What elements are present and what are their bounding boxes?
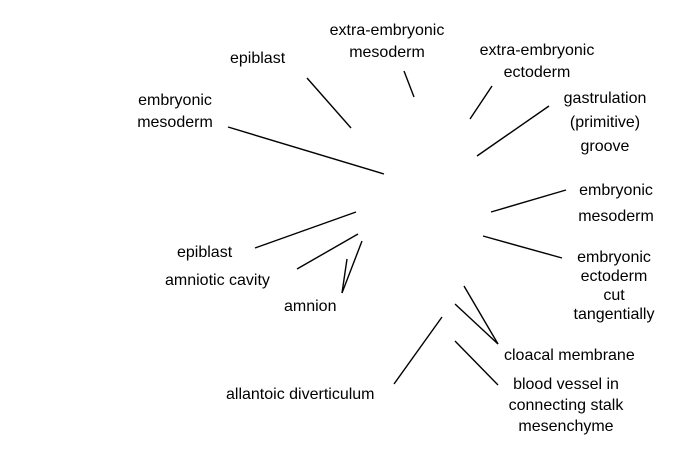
label-blood-vessel-connecting-stalk: blood vessel in connecting stalk mesench… [488,374,644,437]
leader-line-allantoic [393,316,443,385]
label-embryonic-mesoderm-right: embryonic mesoderm [561,178,671,230]
label-line: embryonic [579,182,653,199]
leader-line-blood-vessel [454,340,499,386]
label-gastrulation-groove: gastrulation (primitive) groove [547,87,663,159]
leader-line-gastrulation [476,105,550,157]
leader-line-epiblast-bottom [254,211,357,249]
label-embryonic-ectoderm-cut-tangentially: embryonic ectoderm cut tangentially [556,248,672,324]
leader-line-cloacal-b [454,303,499,345]
label-line: tangentially [573,306,655,323]
label-line: cut [603,287,625,304]
label-amnion: amnion [284,298,337,315]
leader-line-xe-mesoderm [403,70,415,98]
label-extra-embryonic-mesoderm: extra-embryonic mesoderm [312,20,462,64]
label-epiblast-bottom: epiblast [177,244,233,261]
label-line: ectoderm [503,64,571,81]
label-amniotic-cavity: amniotic cavity [165,272,270,289]
leader-line-cloacal-a [463,285,499,345]
label-line: groove [580,138,630,155]
label-cloacal-membrane: cloacal membrane [504,347,635,364]
label-line: mesoderm [137,114,213,131]
label-line: mesoderm [349,44,425,61]
leader-line-emb-mesoderm-left [227,126,385,175]
leader-line-emb-mesoderm-right [490,189,567,213]
label-extra-embryonic-ectoderm: extra-embryonic ectoderm [462,40,612,84]
label-line: embryonic [577,249,651,266]
label-line: mesoderm [578,208,654,225]
label-line: (primitive) [569,114,641,131]
label-line: blood vessel in [513,376,619,393]
label-line: connecting stalk [508,397,624,414]
leader-line-amnion-a [341,258,348,294]
label-line: gastrulation [563,90,647,107]
label-embryonic-mesoderm-left: embryonic mesoderm [120,90,230,134]
label-epiblast-top: epiblast [230,50,286,67]
leader-line-emb-ectoderm [482,235,563,259]
label-line: extra-embryonic [479,42,595,59]
leader-line-xe-ectoderm [469,85,493,120]
leader-line-epiblast-top [306,77,352,129]
label-line: extra-embryonic [329,22,445,39]
leader-line-amnion-b [341,240,363,294]
label-line: embryonic [138,92,212,109]
label-line: mesenchyme [518,418,614,435]
label-allantoic-diverticulum: allantoic diverticulum [226,386,375,403]
leader-line-amniotic-cavity [296,233,359,270]
label-line: ectoderm [580,268,648,285]
